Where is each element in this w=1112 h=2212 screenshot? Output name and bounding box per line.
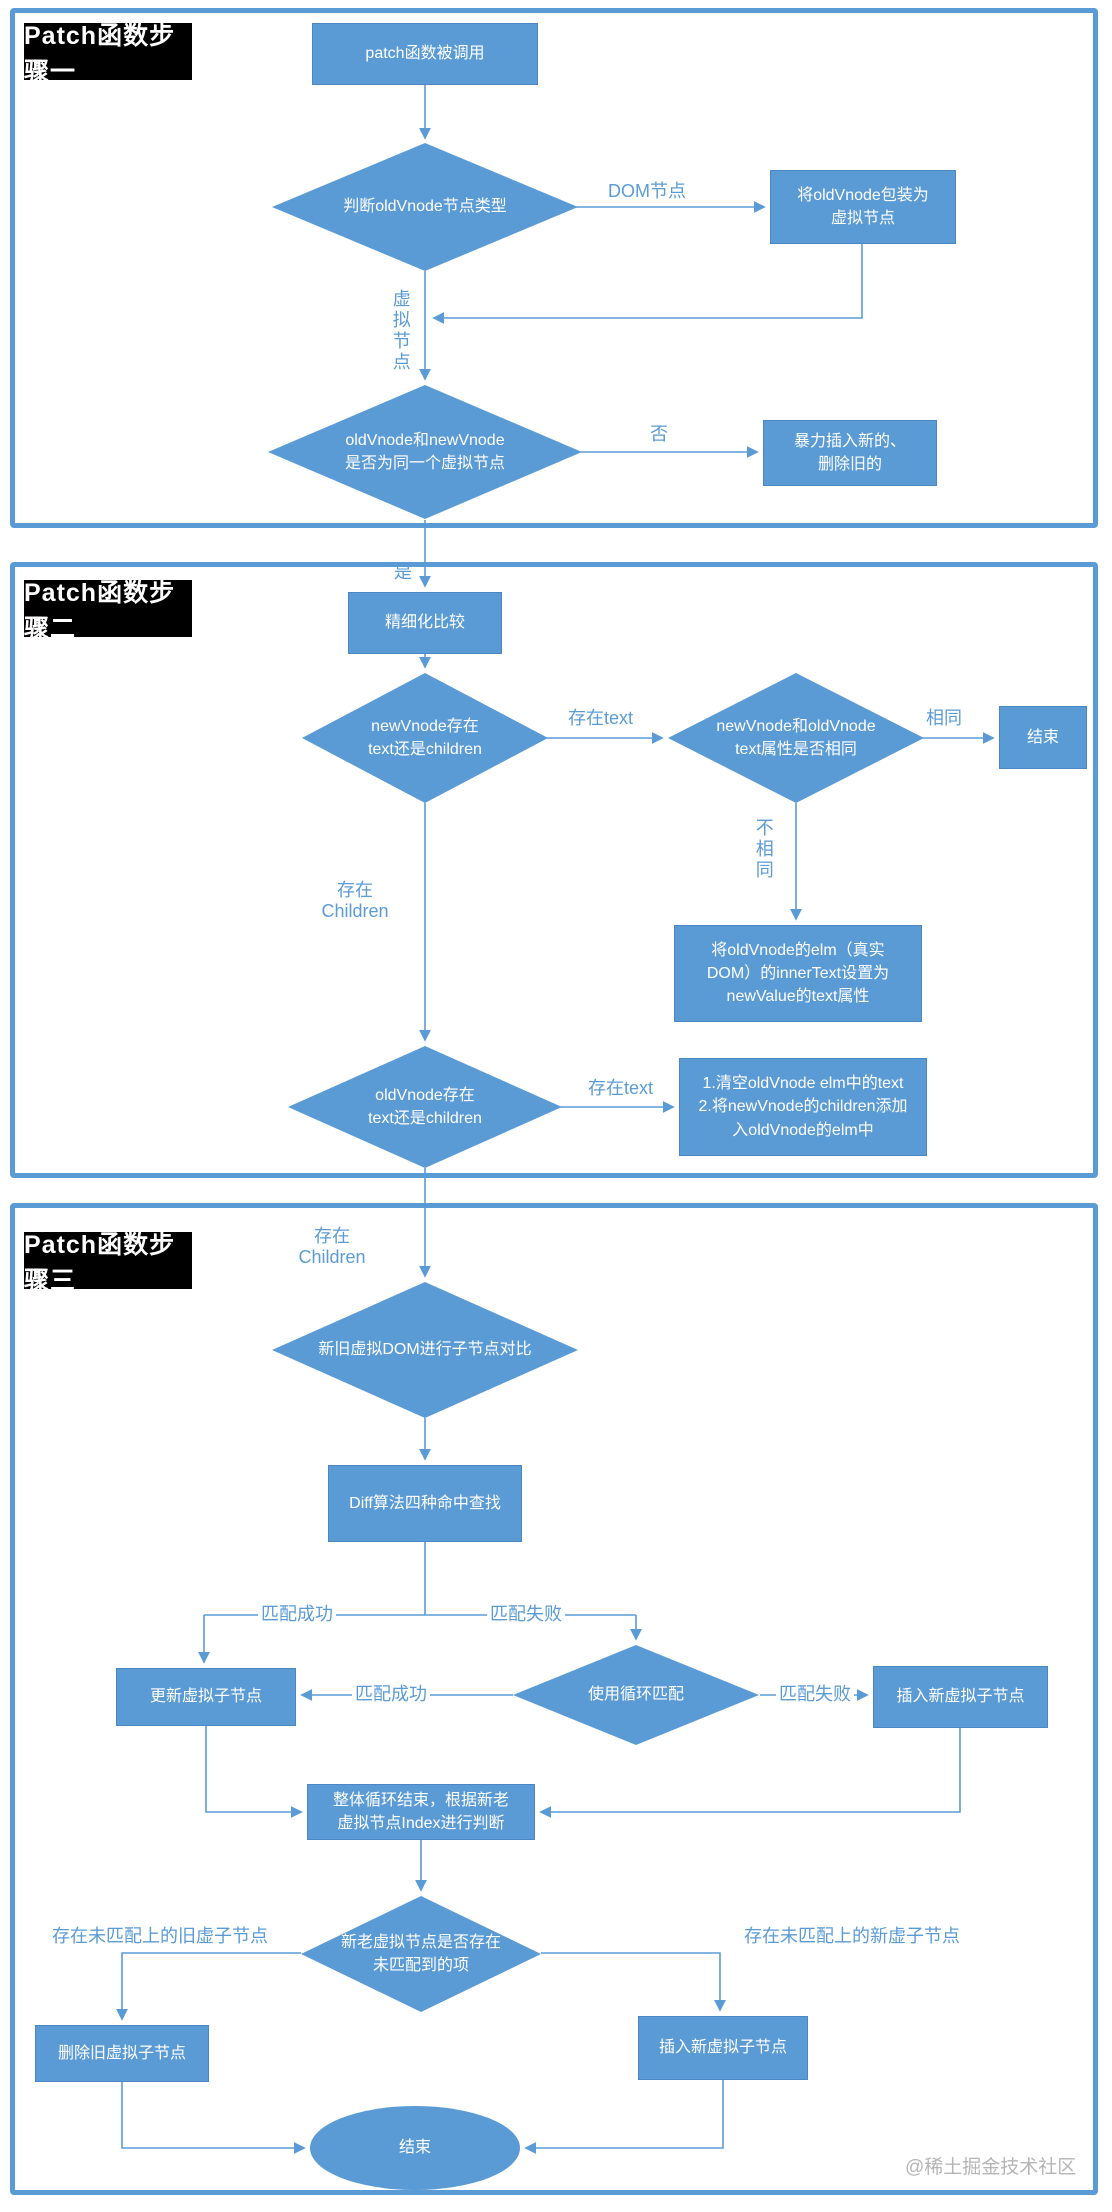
section-1-title: Patch函数步骤一	[24, 22, 192, 86]
label-same: 相同	[926, 708, 962, 728]
node-wrap-as-vnode-label: 将oldVnode包装为 虚拟节点	[797, 186, 929, 227]
edge-insertnew-to-end	[524, 2080, 724, 2154]
node-update-child-label: 更新虚拟子节点	[149, 1688, 262, 1706]
section-1-title-text: Patch函数步骤一	[24, 21, 176, 86]
section-3-title-text: Patch函数步骤三	[24, 1230, 176, 1295]
edge-unmatched-new	[541, 1952, 726, 2012]
section-1-frame	[10, 8, 1098, 528]
edge-update-to-index	[205, 1726, 303, 1818]
node-has-unmatched-label: 新老虚拟节点是否存在 未匹配到的项	[340, 1933, 501, 1974]
node-end-final: 结束	[310, 2106, 520, 2190]
node-text-attr-same-label: newVnode和oldVnode text属性是否相同	[716, 717, 876, 758]
node-clear-and-add: 1.清空oldVnode elm中的text 2.将newVnode的child…	[679, 1058, 927, 1156]
node-oldvnode-has-label: oldVnode存在 text还是children	[368, 1086, 482, 1127]
edge-insert-to-index	[539, 1728, 961, 1818]
node-newvnode-has-label: newVnode存在 text还是children	[368, 717, 482, 758]
label-match-fail-2: 匹配失败	[776, 1684, 854, 1705]
label-has-children-2: 存在 Children	[298, 1226, 366, 1267]
label-match-ok-2: 匹配成功	[352, 1684, 430, 1705]
edge-wrap-back-to-spine	[432, 244, 863, 324]
label-match-ok-1: 匹配成功	[258, 1604, 336, 1625]
node-clear-and-add-label: 1.清空oldVnode elm中的text 2.将newVnode的child…	[698, 1075, 908, 1139]
node-end-final-label: 结束	[398, 2139, 431, 2157]
node-force-replace-label: 暴力插入新的、 删除旧的	[793, 432, 906, 473]
node-insert-child: 插入新虚拟子节点	[873, 1666, 1048, 1728]
node-insert-child-label: 插入新虚拟子节点	[896, 1688, 1025, 1706]
label-virtual-node: 虚拟节点	[390, 289, 411, 373]
edge-del-to-end	[121, 2082, 306, 2154]
label-has-text-2: 存在text	[588, 1078, 654, 1098]
label-old-unmatched: 存在未匹配上的旧虚子节点	[52, 1926, 268, 1946]
node-patch-called-label: patch函数被调用	[365, 45, 485, 63]
node-insert-new-child-label: 插入新虚拟子节点	[658, 2039, 787, 2057]
node-end-section2-label: 结束	[1026, 728, 1059, 746]
node-loop-match-label: 使用循环匹配	[587, 1686, 684, 1704]
node-judge-oldvnode-type-label: 判断oldVnode节点类型	[343, 198, 507, 216]
node-index-judge-label: 整体循环结束，根据新老 虚拟节点Index进行判断	[332, 1791, 509, 1832]
section-3-title: Patch函数步骤三	[24, 1231, 192, 1295]
node-index-judge: 整体循环结束，根据新老 虚拟节点Index进行判断	[307, 1784, 535, 1840]
label-not-same: 不相同	[753, 818, 774, 881]
node-diff-search-label: Diff算法四种命中查找	[349, 1494, 501, 1512]
watermark-text: @稀土掘金技术社区	[905, 2157, 1077, 2178]
edge-unmatched-old	[116, 1952, 301, 2021]
node-delete-old-child-label: 删除旧虚拟子节点	[57, 2044, 186, 2062]
label-dom-node: DOM节点	[608, 181, 686, 201]
section-2-title: Patch函数步骤二	[24, 579, 192, 643]
node-set-innertext: 将oldVnode的elm（真实 DOM）的innerText设置为 newVa…	[674, 925, 922, 1022]
label-yes: 是	[394, 562, 412, 582]
node-insert-new-child: 插入新虚拟子节点	[638, 2016, 808, 2080]
node-wrap-as-vnode: 将oldVnode包装为 虚拟节点	[770, 170, 956, 244]
node-set-innertext-label: 将oldVnode的elm（真实 DOM）的innerText设置为 newVa…	[706, 941, 890, 1006]
node-end-section2: 结束	[999, 706, 1087, 769]
node-refine-compare-label: 精细化比较	[384, 614, 465, 632]
label-new-unmatched: 存在未匹配上的新虚子节点	[744, 1926, 960, 1946]
section-3-frame	[10, 1203, 1098, 2195]
label-no: 否	[650, 424, 668, 444]
label-match-fail-1: 匹配失败	[487, 1604, 565, 1625]
node-compare-children-label: 新旧虚拟DOM进行子节点对比	[318, 1341, 532, 1359]
node-delete-old-child: 删除旧虚拟子节点	[35, 2025, 209, 2082]
node-diff-search: Diff算法四种命中查找	[328, 1465, 522, 1542]
label-has-text-1: 存在text	[568, 708, 634, 728]
node-update-child: 更新虚拟子节点	[116, 1668, 296, 1726]
label-has-children-1: 存在 Children	[321, 880, 389, 921]
node-is-same-vnode-label: oldVnode和newVnode 是否为同一个虚拟节点	[344, 431, 505, 472]
node-refine-compare: 精细化比较	[348, 592, 502, 654]
section-2-title-text: Patch函数步骤二	[24, 578, 176, 643]
node-patch-called: patch函数被调用	[312, 23, 538, 85]
section-2-frame	[10, 562, 1098, 1178]
node-force-replace: 暴力插入新的、 删除旧的	[763, 420, 937, 486]
